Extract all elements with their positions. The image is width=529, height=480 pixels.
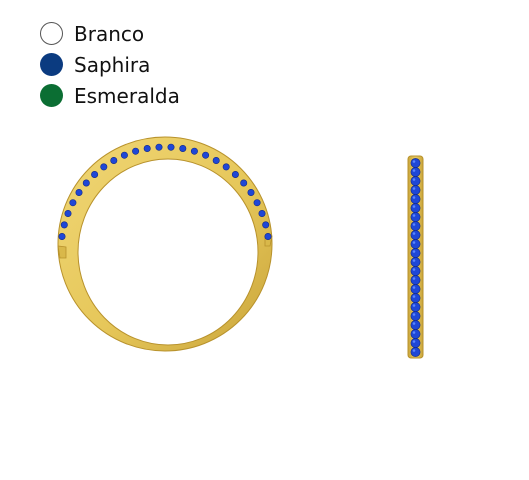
stone-highlight — [412, 205, 416, 208]
stone — [410, 311, 421, 321]
stone-highlight — [412, 241, 416, 244]
stone-highlight — [412, 259, 416, 262]
branco-swatch-icon[interactable] — [40, 22, 63, 45]
color-legend: Branco Saphira Esmeralda — [40, 18, 180, 111]
stone — [212, 157, 220, 165]
front-stones-row — [58, 143, 272, 241]
stone-highlight — [412, 250, 416, 253]
stone — [410, 212, 421, 222]
stone — [120, 151, 128, 159]
stone — [410, 338, 421, 348]
stone — [410, 176, 421, 186]
stone — [410, 329, 421, 339]
stone — [264, 233, 272, 241]
stone — [60, 221, 68, 229]
stone — [410, 320, 421, 330]
stone-highlight — [412, 304, 416, 307]
stone — [410, 302, 421, 312]
legend-item-esmeralda[interactable]: Esmeralda — [40, 80, 180, 111]
stone-highlight — [412, 286, 416, 289]
stone — [91, 171, 99, 179]
stone — [202, 151, 210, 159]
stone-highlight — [412, 268, 416, 271]
stone — [155, 143, 163, 151]
stone — [410, 257, 421, 267]
stone — [410, 203, 421, 213]
stone — [410, 284, 421, 294]
stone-highlight — [412, 313, 416, 316]
stone — [410, 266, 421, 276]
stone — [231, 171, 239, 179]
stone-highlight — [412, 322, 416, 325]
stone-highlight — [412, 277, 416, 280]
stone-highlight — [412, 295, 416, 298]
stone — [82, 179, 90, 187]
stone-highlight — [412, 331, 416, 334]
ring-side-view-icon — [407, 155, 424, 359]
stone — [240, 179, 248, 187]
stone-highlight — [412, 232, 416, 235]
stone-highlight — [412, 340, 416, 343]
stone — [179, 145, 187, 153]
stone — [262, 221, 270, 229]
stone — [69, 199, 77, 207]
stone-highlight — [412, 169, 416, 172]
stone — [410, 248, 421, 258]
esmeralda-swatch-icon[interactable] — [40, 84, 63, 107]
stone-highlight — [412, 214, 416, 217]
stone — [410, 230, 421, 240]
stone — [132, 147, 140, 155]
stone — [247, 189, 255, 197]
saphira-swatch-icon[interactable] — [40, 53, 63, 76]
stone — [64, 210, 72, 218]
legend-item-branco[interactable]: Branco — [40, 18, 180, 49]
stone — [410, 185, 421, 195]
stone — [410, 293, 421, 303]
stone — [410, 158, 421, 168]
stone — [100, 163, 108, 171]
legend-item-saphira[interactable]: Saphira — [40, 49, 180, 80]
ring-front-view-icon — [57, 136, 273, 352]
legend-label-branco: Branco — [74, 21, 145, 46]
stone — [75, 189, 83, 197]
legend-label-saphira: Saphira — [74, 52, 151, 77]
stone — [258, 210, 266, 218]
stone — [143, 145, 151, 153]
stone — [410, 347, 421, 357]
stone-highlight — [412, 178, 416, 181]
stone-highlight — [412, 196, 416, 199]
stone-highlight — [412, 349, 416, 352]
stone — [190, 147, 198, 155]
stone — [110, 157, 118, 165]
stone — [410, 194, 421, 204]
stone — [253, 199, 261, 207]
stone-highlight — [412, 160, 416, 163]
stone — [410, 275, 421, 285]
stone-highlight — [412, 223, 416, 226]
stone-highlight — [412, 187, 416, 190]
stone — [410, 239, 421, 249]
stone — [410, 167, 421, 177]
side-stones-row — [410, 158, 421, 357]
stone — [167, 143, 175, 151]
stone — [58, 233, 66, 241]
legend-label-esmeralda: Esmeralda — [74, 83, 180, 108]
stone — [410, 221, 421, 231]
stone — [222, 163, 230, 171]
